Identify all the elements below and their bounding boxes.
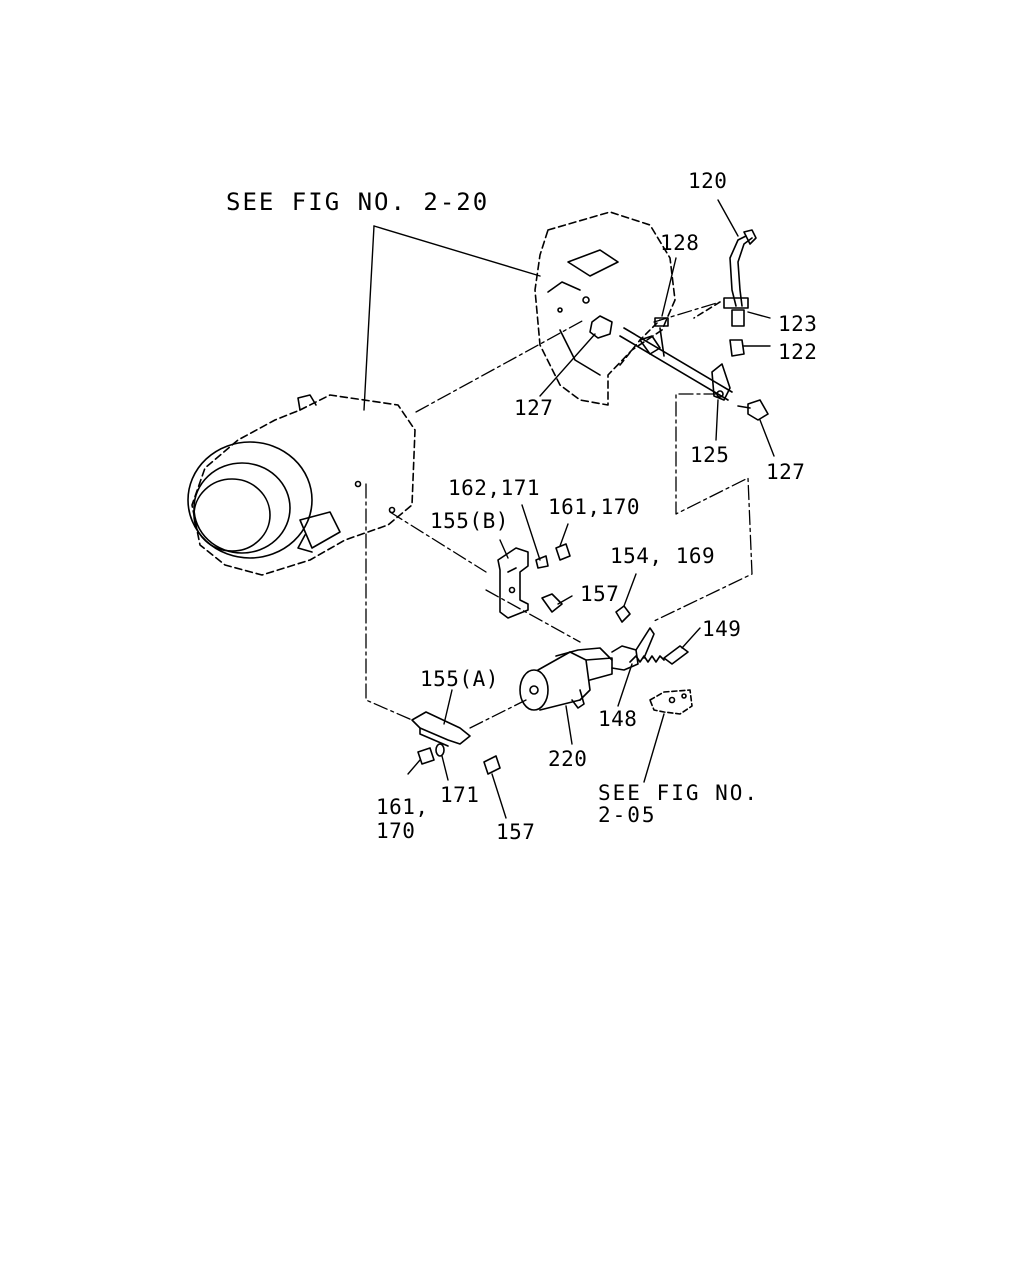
callout-162-171: 162,171: [448, 476, 541, 500]
callout-127-left: 127: [514, 396, 554, 420]
leader-lines: [363, 199, 775, 819]
callout-155b: 155(B): [430, 509, 509, 533]
callout-120: 120: [688, 169, 728, 193]
connection-lines: [365, 301, 753, 729]
callout-154-169: 154, 169: [610, 544, 716, 568]
callout-161-line2: 170: [376, 819, 416, 843]
transmission-housing: [187, 394, 416, 576]
callout-123: 123: [778, 312, 818, 336]
bracket-155b: [497, 543, 571, 619]
flywheel-housing: [534, 211, 676, 406]
actuator-220: [519, 605, 655, 711]
reference-fig-2-20: SEE FIG NO. 2-20: [226, 188, 490, 216]
callout-155a: 155(A): [420, 667, 499, 691]
switch-assembly: [654, 229, 757, 357]
callout-149: 149: [702, 617, 742, 641]
callout-220: 220: [548, 747, 588, 771]
callout-148: 148: [598, 707, 638, 731]
shaft-assembly: [589, 315, 769, 421]
callout-157-bottom: 157: [496, 820, 536, 844]
reference-fig-2-05-line1: SEE FIG NO.: [598, 781, 760, 805]
callout-122: 122: [778, 340, 818, 364]
callout-171-bottom: 171: [440, 783, 480, 807]
callout-161-line1: 161,: [376, 795, 429, 819]
spring-and-plate: [629, 645, 693, 715]
callout-161-170-top: 161,170: [548, 495, 641, 519]
callout-125: 125: [690, 443, 730, 467]
callout-157-top: 157: [580, 582, 620, 606]
callout-127-right: 127: [766, 460, 806, 484]
bracket-155a: [411, 711, 501, 775]
callout-128: 128: [660, 231, 700, 255]
reference-fig-2-05-line2: 2-05: [598, 803, 657, 827]
